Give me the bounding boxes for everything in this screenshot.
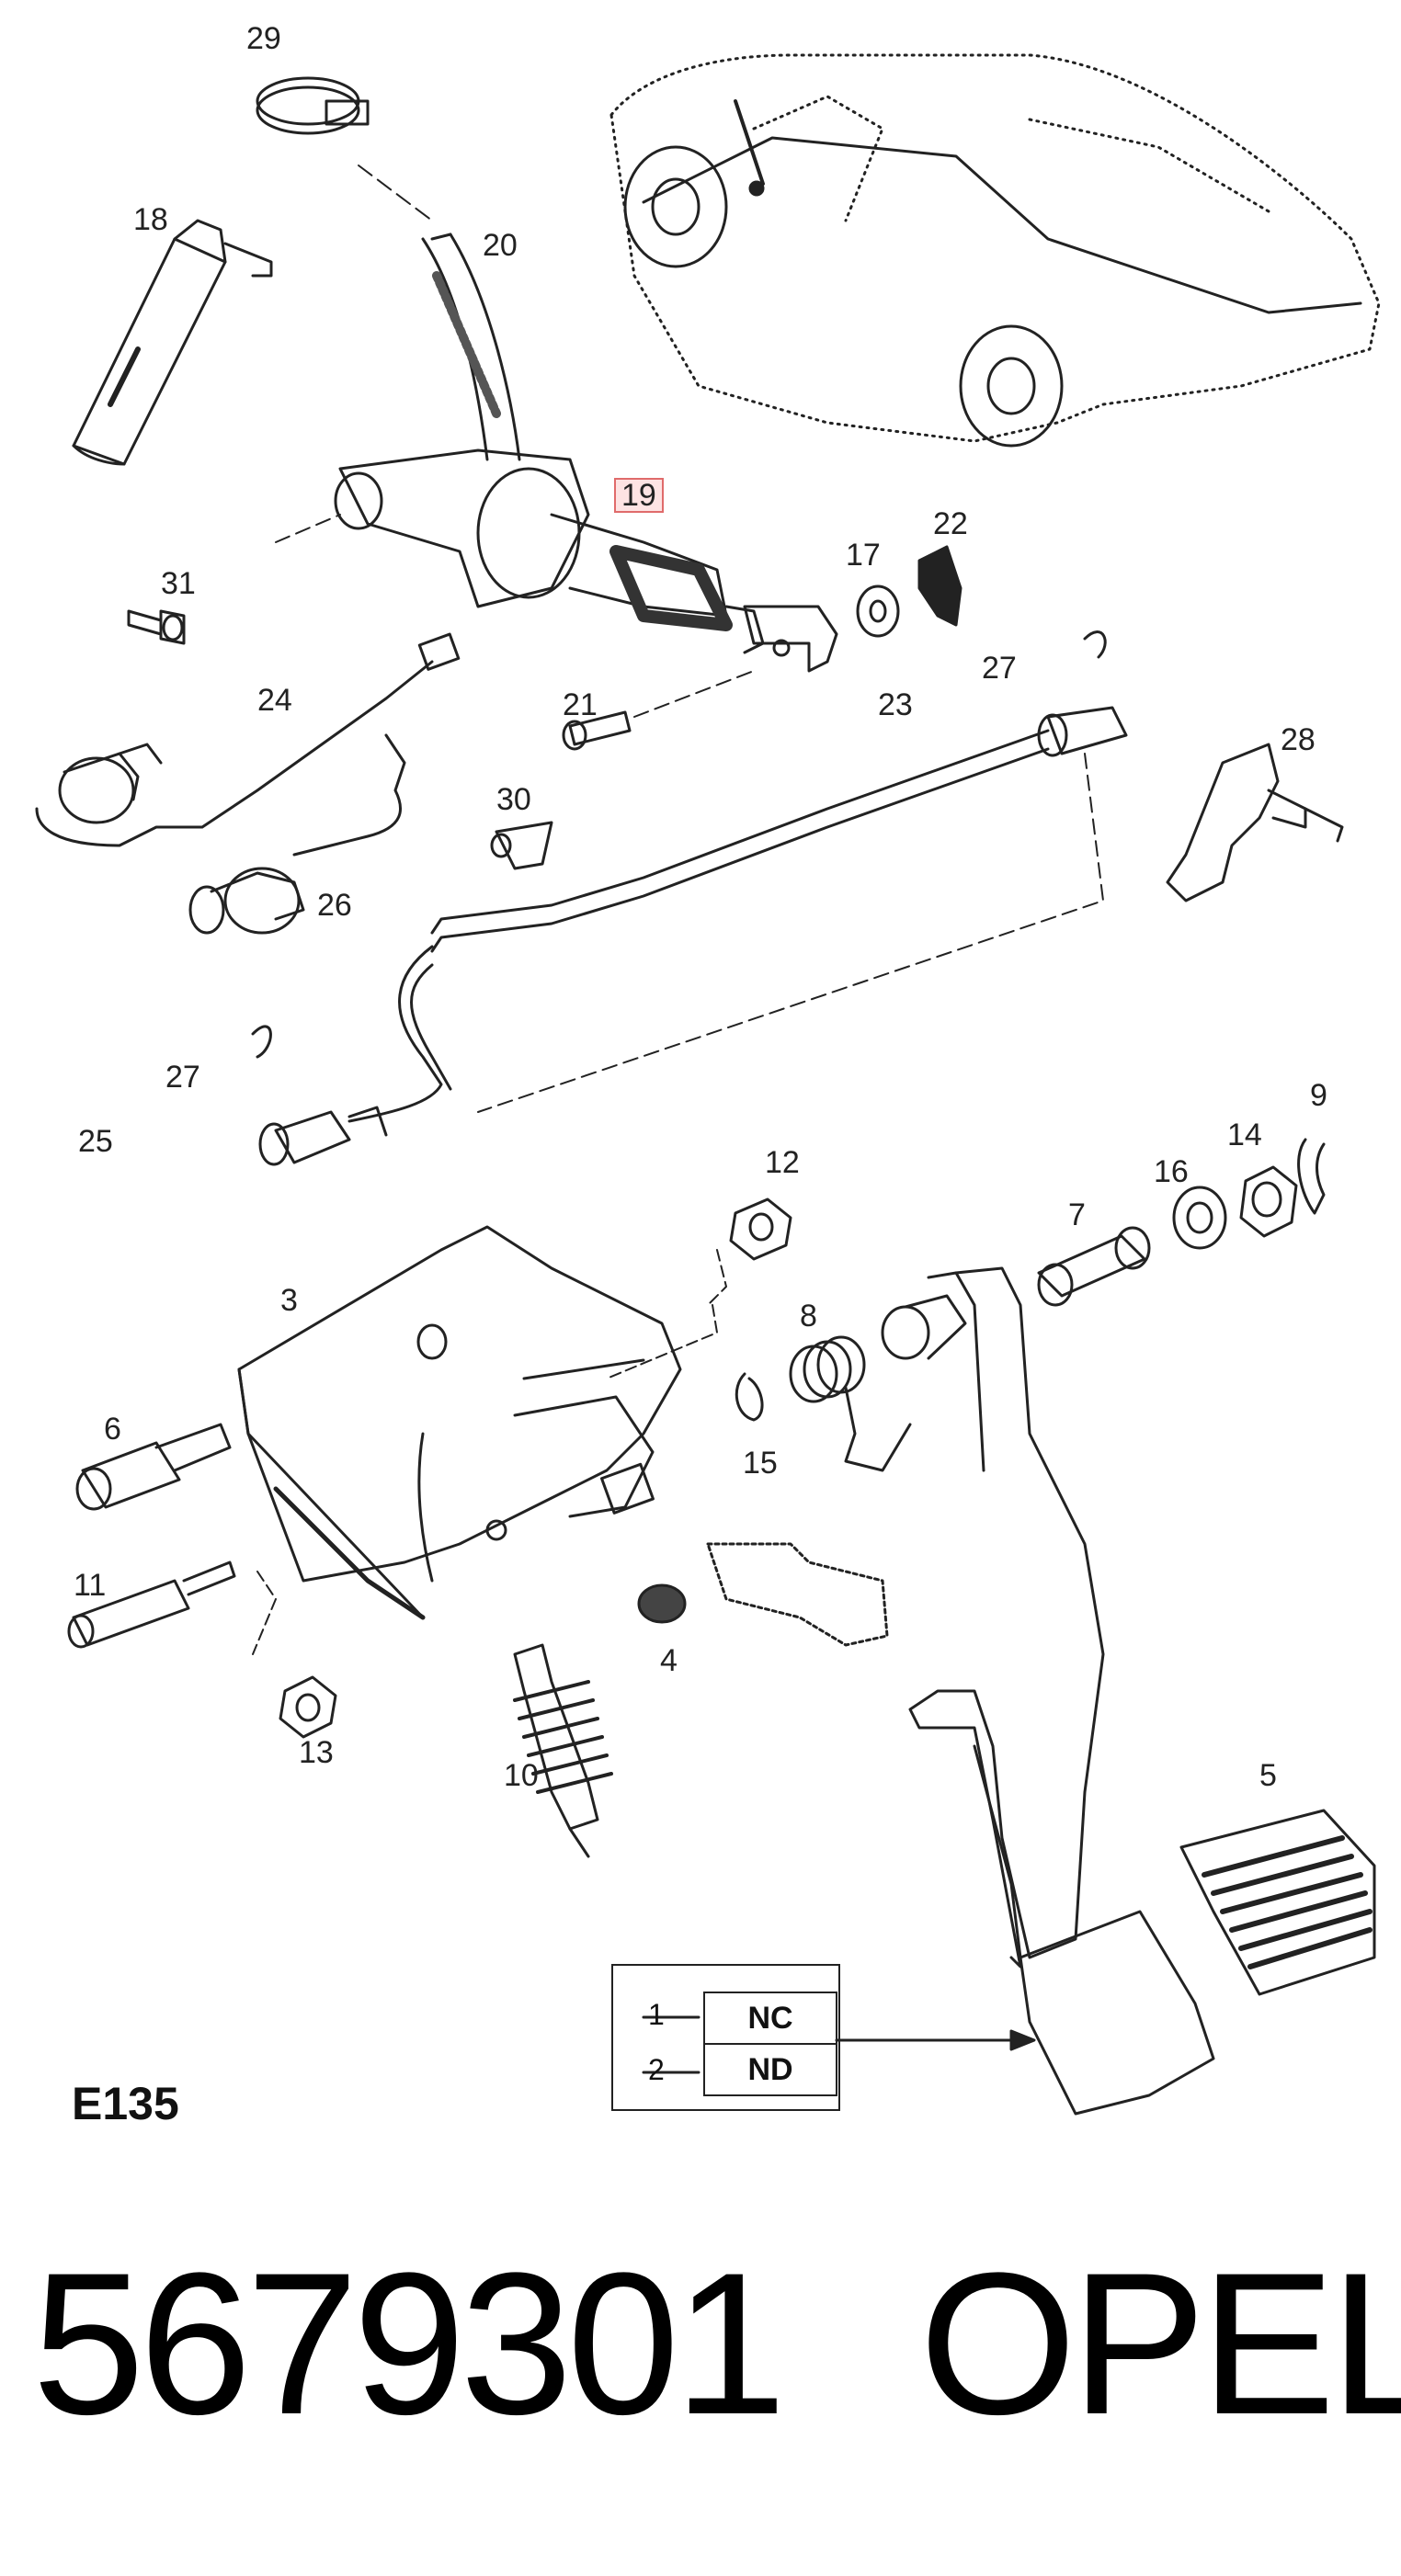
label-6: 6 <box>104 1412 121 1447</box>
label-4: 4 <box>660 1643 678 1678</box>
car-illustration <box>609 53 1381 448</box>
label-18: 18 <box>133 202 168 237</box>
legend-arrowhead <box>1009 2029 1036 2051</box>
label-5: 5 <box>1259 1758 1277 1793</box>
label-19-highlight: 19 <box>614 478 664 513</box>
label-23: 23 <box>878 687 913 722</box>
diagram-code: E135 <box>72 2078 179 2129</box>
label-16: 16 <box>1154 1154 1189 1189</box>
washer-17 <box>856 584 900 638</box>
label-10: 10 <box>504 1758 539 1793</box>
hose-clamp-29 <box>256 76 433 221</box>
spring-8 <box>789 1335 912 1472</box>
cable-23 <box>347 706 1128 1123</box>
clip-30 <box>490 821 553 870</box>
footer-brand: OPEL <box>919 2230 1401 2457</box>
connector-25 <box>258 1106 388 1166</box>
clip-22 <box>917 545 962 627</box>
stud-6 <box>75 1423 232 1511</box>
bracket-28 <box>1166 743 1344 902</box>
circlip-27 <box>251 630 1107 1059</box>
label-30: 30 <box>496 782 531 817</box>
label-25: 25 <box>78 1124 113 1159</box>
label-28: 28 <box>1281 722 1316 757</box>
stud-11 <box>67 1560 277 1655</box>
label-27-top: 27 <box>982 651 1017 686</box>
legend-row-nc: NC <box>703 1992 837 2045</box>
label-7: 7 <box>1068 1197 1086 1232</box>
brake-light-switch <box>706 1542 889 1647</box>
legend-num-2: 2 <box>648 2053 665 2086</box>
label-27-bottom: 27 <box>165 1060 200 1095</box>
label-15: 15 <box>743 1446 778 1481</box>
pin-21 <box>562 670 755 751</box>
label-13: 13 <box>299 1735 334 1770</box>
bolt-31 <box>127 609 186 645</box>
legend-num-1: 1 <box>648 1998 665 2031</box>
sensor-26 <box>188 733 406 935</box>
legend-leaders <box>642 2015 700 2074</box>
label-26: 26 <box>317 888 352 923</box>
switch-legend: 1 NC 2 ND <box>611 1964 840 2111</box>
nut-13 <box>279 1675 337 1739</box>
legend-row-nd: ND <box>703 2043 837 2096</box>
label-17: 17 <box>846 538 881 573</box>
label-31: 31 <box>161 566 196 601</box>
grease-tube-18 <box>72 219 273 466</box>
washer-16 <box>1172 1186 1227 1250</box>
label-20: 20 <box>483 228 518 263</box>
sensor-24 <box>35 632 461 847</box>
label-8: 8 <box>800 1299 817 1333</box>
label-12: 12 <box>765 1145 800 1180</box>
nut-12 <box>606 1197 792 1379</box>
label-22: 22 <box>933 506 968 541</box>
label-24: 24 <box>257 683 292 718</box>
clip-15 <box>735 1372 764 1422</box>
nut-14 <box>1239 1165 1298 1238</box>
label-9: 9 <box>1310 1078 1327 1113</box>
label-11: 11 <box>74 1568 107 1603</box>
label-29: 29 <box>246 21 281 56</box>
clevis <box>743 605 838 673</box>
plug-4 <box>637 1583 687 1624</box>
bushing-7 <box>1037 1226 1151 1307</box>
footer-part-number: 5679301 <box>32 2230 786 2457</box>
label-3: 3 <box>280 1283 298 1318</box>
pedal-pad-5 <box>1179 1809 1376 1996</box>
clutch-pedal <box>881 1266 1215 2116</box>
master-cylinder-19 <box>275 448 765 654</box>
pin-9 <box>1297 1138 1326 1215</box>
hose-20 <box>421 233 521 461</box>
spring-10 <box>513 1643 613 1858</box>
label-14: 14 <box>1227 1118 1262 1152</box>
pedal-bracket-3 <box>237 1225 682 1620</box>
label-21: 21 <box>563 687 598 722</box>
